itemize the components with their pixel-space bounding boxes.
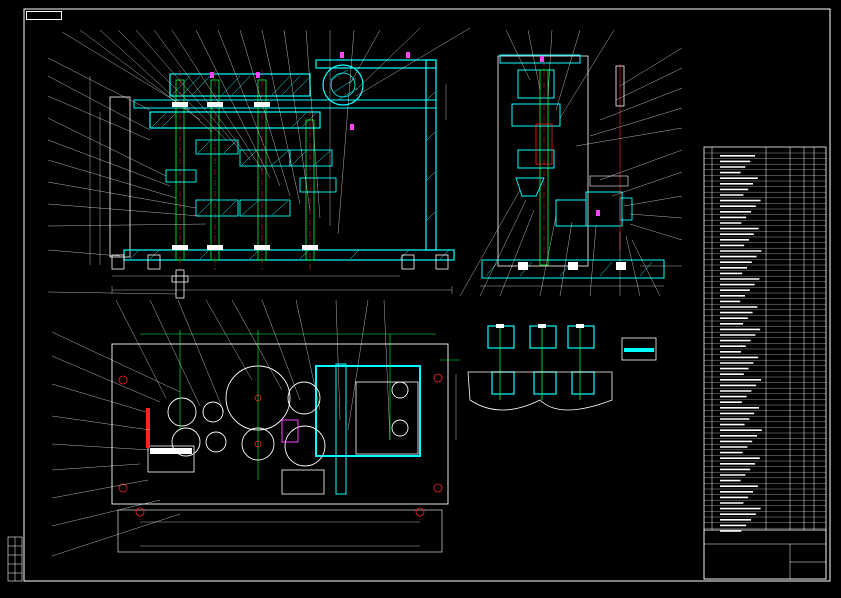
drawing-number-tag bbox=[26, 11, 62, 20]
pulley-icon bbox=[322, 64, 364, 106]
parts-list bbox=[703, 146, 827, 580]
section-views bbox=[467, 324, 657, 411]
front-view bbox=[47, 27, 471, 299]
plan-view bbox=[51, 299, 460, 557]
sheet-border bbox=[23, 8, 831, 582]
binding-strip bbox=[7, 536, 23, 582]
side-view bbox=[459, 29, 683, 297]
